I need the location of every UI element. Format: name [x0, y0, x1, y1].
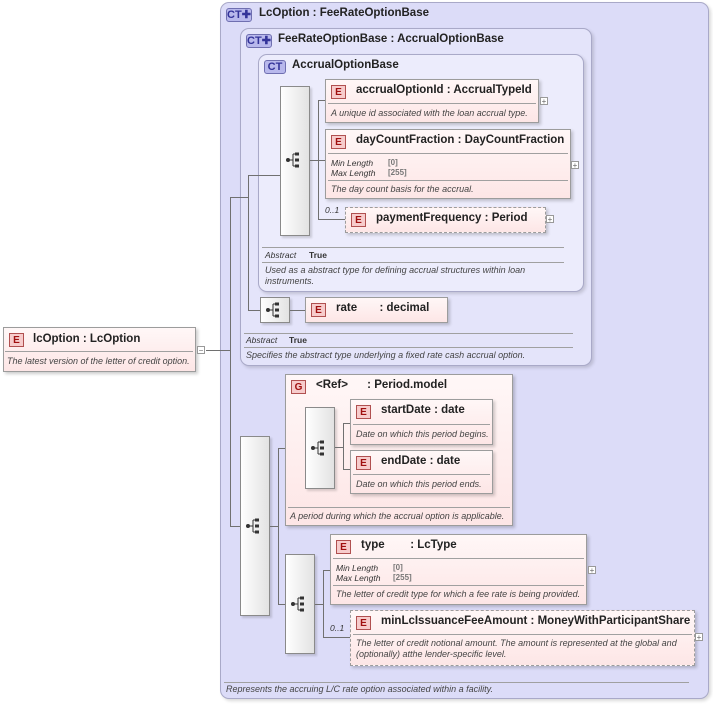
period-model-description: A period during which the accrual option…: [290, 511, 505, 521]
expand-toggle-icon[interactable]: +: [695, 633, 703, 642]
daycountfraction-min-value: [0]: [388, 158, 398, 167]
element-enddate[interactable]: [350, 450, 493, 494]
element-badge-icon: E: [331, 85, 346, 99]
element-rate[interactable]: [305, 297, 448, 323]
daycountfraction-max-value: [255]: [388, 168, 407, 177]
accrual-type-title[interactable]: AccrualOptionBase: [292, 59, 399, 71]
element-badge-icon: E: [9, 333, 24, 347]
group-badge-icon: G: [291, 380, 306, 394]
lcoption-element-title[interactable]: lcOption : LcOption: [33, 333, 141, 345]
accrualoptionid-title[interactable]: accrualOptionId : AccrualTypeId: [356, 84, 532, 96]
sequence-icon: [291, 596, 304, 612]
expand-toggle-icon[interactable]: +: [546, 215, 554, 224]
element-badge-icon: E: [356, 456, 371, 470]
accrual-type-description: Used as a abstract type for defining acc…: [265, 265, 526, 286]
accrualoptionid-description: A unique id associated with the loan acc…: [331, 108, 528, 118]
type-max-label: Max Length: [336, 573, 381, 583]
sequence-icon: [266, 302, 279, 318]
type-max-value: [255]: [393, 573, 412, 582]
enddate-description: Date on which this period ends.: [356, 479, 482, 489]
sequence-icon: [311, 440, 324, 456]
period-model-title[interactable]: <Ref> : Period.model: [316, 379, 448, 391]
feerate-abstract-value: True: [289, 335, 307, 345]
ct-badge-icon: CT: [264, 60, 286, 74]
accrual-abstract-value: True: [309, 250, 327, 260]
element-badge-icon: E: [331, 135, 346, 149]
collapse-toggle-icon[interactable]: −: [197, 346, 205, 355]
feerate-abstract-label: Abstract: [246, 335, 278, 345]
expand-toggle-icon[interactable]: +: [571, 161, 579, 170]
lcoption-element-description: The latest version of the letter of cred…: [7, 356, 190, 366]
sequence-icon: [246, 518, 259, 534]
startdate-title[interactable]: startDate : date: [381, 404, 465, 416]
type-title[interactable]: type : LcType: [361, 539, 457, 551]
daycountfraction-max-label: Max Length: [331, 168, 376, 178]
daycountfraction-description: The day count basis for the accrual.: [331, 184, 474, 194]
paymentfrequency-title[interactable]: paymentFrequency : Period: [376, 212, 528, 224]
element-badge-icon: E: [351, 213, 366, 227]
daycountfraction-title[interactable]: dayCountFraction : DayCountFraction: [356, 134, 565, 146]
element-badge-icon: E: [311, 303, 326, 317]
sequence-icon: [286, 152, 299, 168]
ct-badge-icon: CT✚: [226, 8, 252, 22]
element-accrualoptionid[interactable]: [325, 79, 539, 123]
type-min-label: Min Length: [336, 563, 379, 573]
accrual-abstract-label: Abstract: [265, 250, 297, 260]
minlcissuance-description: The letter of credit notional amount. Th…: [356, 638, 677, 659]
type-description: The letter of credit type for which a fe…: [336, 589, 581, 599]
expand-toggle-icon[interactable]: +: [540, 97, 548, 106]
daycountfraction-min-label: Min Length: [331, 158, 374, 168]
element-minlcissuancefeeamount[interactable]: [350, 610, 695, 666]
lcoption-type-description: Represents the accruing L/C rate option …: [226, 684, 493, 694]
element-badge-icon: E: [336, 540, 351, 554]
expand-toggle-icon[interactable]: +: [588, 566, 596, 575]
feerate-type-description: Specifies the abstract type underlying a…: [246, 350, 526, 360]
paymentfrequency-occurrence: 0..1: [325, 205, 340, 215]
element-startdate[interactable]: [350, 399, 493, 445]
ct-badge-icon: CT✚: [246, 34, 272, 48]
startdate-description: Date on which this period begins.: [356, 429, 489, 439]
enddate-title[interactable]: endDate : date: [381, 455, 461, 467]
element-type[interactable]: [330, 534, 587, 605]
element-daycountfraction[interactable]: [325, 129, 571, 199]
element-lcoption[interactable]: [3, 327, 196, 372]
minlcissuance-title[interactable]: minLcIssuanceFeeAmount : MoneyWithPartic…: [381, 615, 691, 627]
lcoption-type-title[interactable]: LcOption : FeeRateOptionBase: [259, 7, 429, 19]
rate-title[interactable]: rate : decimal: [336, 302, 430, 314]
element-badge-icon: E: [356, 616, 371, 630]
minlcissuance-occurrence: 0..1: [330, 623, 345, 633]
element-badge-icon: E: [356, 405, 371, 419]
element-paymentfrequency[interactable]: [345, 207, 546, 233]
feerate-type-title[interactable]: FeeRateOptionBase : AccrualOptionBase: [278, 33, 504, 45]
type-min-value: [0]: [393, 563, 403, 572]
